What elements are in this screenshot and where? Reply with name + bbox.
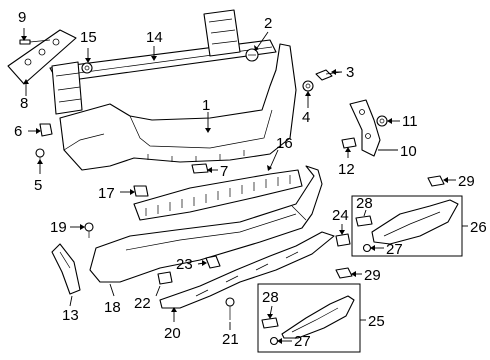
callout-27-box25: 27 xyxy=(294,333,311,350)
clip-part-29-lower xyxy=(335,267,353,279)
push-pin-part-2 xyxy=(245,48,259,62)
callout-7: 7 xyxy=(220,163,228,180)
callout-17: 17 xyxy=(98,185,115,202)
callout-15: 15 xyxy=(80,29,97,46)
side-bracket-part xyxy=(349,99,381,157)
bolt-part-21 xyxy=(225,297,235,320)
callout-20: 20 xyxy=(164,325,181,342)
callout-26: 26 xyxy=(470,219,487,236)
clip-part-24 xyxy=(335,233,351,247)
bolt-part-23 xyxy=(205,255,221,269)
callout-28-box25: 28 xyxy=(262,289,279,306)
callout-22: 22 xyxy=(134,295,151,312)
bracket-plate-part xyxy=(7,29,77,85)
clip-part-12 xyxy=(341,137,357,149)
callout-12: 12 xyxy=(338,161,355,178)
callout-8: 8 xyxy=(20,95,28,112)
clip-part-6 xyxy=(39,123,53,137)
callout-1: 1 xyxy=(202,97,210,114)
callout-11: 11 xyxy=(402,113,418,130)
nut-part-15 xyxy=(81,62,93,74)
reflector-bracket-part xyxy=(51,243,81,295)
callout-28-box26: 28 xyxy=(356,195,373,212)
skid-plate-part xyxy=(159,231,335,309)
energy-absorber-part xyxy=(133,169,303,221)
callout-numbers: 9 15 14 2 8 3 4 1 6 11 5 16 7 10 12 17 2… xyxy=(14,9,487,350)
callout-24: 24 xyxy=(332,207,349,224)
callout-3: 3 xyxy=(346,64,354,81)
nut-part-11 xyxy=(376,115,388,127)
callout-29-upper: 29 xyxy=(458,173,475,190)
callout-5: 5 xyxy=(34,177,42,194)
callout-4: 4 xyxy=(302,109,310,126)
clip-part-22 xyxy=(157,271,173,285)
leader-lines xyxy=(21,28,468,344)
bumper-cover-part xyxy=(59,43,297,171)
callout-10: 10 xyxy=(400,143,417,160)
callout-2: 2 xyxy=(264,15,272,32)
washer-part-4 xyxy=(302,80,314,92)
callout-16: 16 xyxy=(276,135,293,152)
callout-14: 14 xyxy=(146,29,163,46)
clip-part-7 xyxy=(191,163,209,174)
callout-13: 13 xyxy=(62,307,79,324)
callout-21: 21 xyxy=(222,331,239,348)
bolt-part-9 xyxy=(19,39,51,45)
callout-27-box26: 27 xyxy=(386,241,403,258)
callout-9: 9 xyxy=(18,9,26,26)
lower-fascia-part xyxy=(89,165,323,283)
callout-6: 6 xyxy=(14,123,22,140)
clip-part-17 xyxy=(133,185,149,197)
callout-25: 25 xyxy=(368,313,385,330)
callout-box-26 xyxy=(351,195,463,257)
callout-19: 19 xyxy=(50,219,67,236)
callout-29-lower: 29 xyxy=(364,267,381,284)
screw-part-5 xyxy=(35,148,45,163)
screw-part-19 xyxy=(84,222,94,238)
callout-23: 23 xyxy=(176,256,193,273)
clip-part-29-upper xyxy=(427,175,445,187)
bolt-part-3 xyxy=(315,69,343,81)
callout-box-25 xyxy=(257,283,361,353)
impact-bar-part xyxy=(49,9,277,115)
callout-18: 18 xyxy=(104,299,121,316)
